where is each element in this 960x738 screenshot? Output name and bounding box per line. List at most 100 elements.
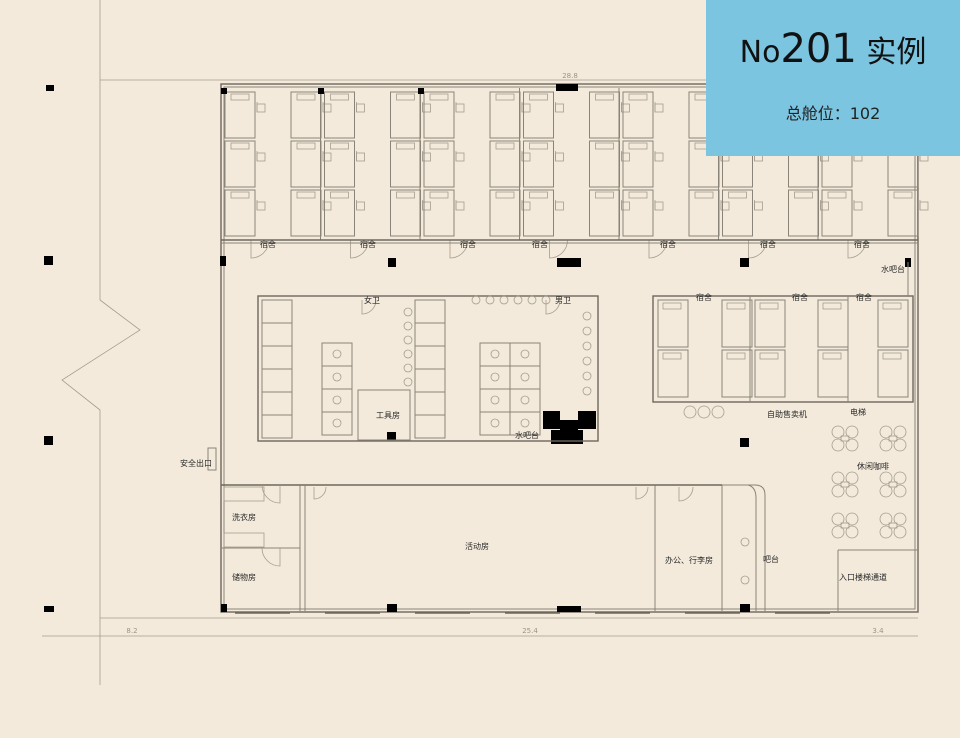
bed-icon [726,302,746,310]
bed-icon [822,352,842,360]
locker-icon [422,201,431,211]
urinal-icon [471,295,481,305]
dorm-bunk [489,189,521,237]
bed-icon [882,352,902,360]
chair-icon [879,471,893,485]
toilet-stall [414,368,446,393]
toilet-stall [321,388,353,413]
toilet-stall [479,365,511,390]
toilet-stall [321,365,353,390]
urinal-icon [513,295,523,305]
dorm-bunk [390,140,421,188]
door-swing [261,547,281,567]
dorm-label: 宿舍 [696,292,712,302]
door-swing [635,486,649,500]
dorm-bunk [290,91,322,139]
dorm-bunk [324,189,355,237]
bed-icon [662,302,682,310]
dorm-bunk [489,91,521,139]
bar-label: 吧台 [763,554,779,564]
chair-icon [845,425,859,439]
toilet-stall [414,345,446,370]
chair-icon [893,512,907,526]
column [318,88,324,94]
bar-counter [722,484,766,612]
locker-icon [654,152,664,162]
vending-label: 自助售卖机 [767,409,807,419]
column [44,256,53,265]
table-icon [840,435,850,442]
sink-icon [403,335,413,345]
column [557,258,581,267]
locker-icon [521,103,531,113]
urinal-icon [582,311,592,321]
bed-icon [662,352,682,360]
capacity-label: 总舱位： [785,104,850,123]
outer-wall-inner [223,86,916,610]
urinal-icon [582,386,592,396]
locker-icon [322,103,332,113]
dorm-bunk [224,91,256,139]
activity-room-label: 活动房 [465,541,489,551]
dim-right: 3.4 [872,627,884,635]
washer-icon [711,405,725,419]
toilet-stall [479,342,511,367]
locker-icon [919,201,929,211]
locker-icon [754,201,763,211]
column [44,436,53,445]
bed-icon [429,142,449,150]
bed-icon [827,191,847,199]
generated-geometry [44,84,929,614]
column [221,88,227,94]
sink-icon [403,363,413,373]
laundry-label: 洗衣房 [232,512,256,522]
dorm-label: 宿舍 [760,239,776,249]
locker-icon [256,103,266,113]
chair-icon [831,512,845,526]
column [418,88,424,94]
sink-icon [403,377,413,387]
chair-icon [879,525,893,539]
exit-label: 安全出口 [180,458,212,468]
dorm-label: 宿舍 [660,239,676,249]
chair-icon [879,512,893,526]
panel-title: No201 实例 [706,26,960,72]
water-bar-label: 水吧台 [515,430,539,440]
toilet-icon [520,372,530,382]
column [551,430,583,444]
bed-icon [429,191,449,199]
locker-icon [521,152,531,162]
bed-icon [230,93,250,101]
toilet-stall [321,342,353,367]
bed-icon [822,302,842,310]
urinal-icon [582,371,592,381]
dorm-bunk [754,299,786,348]
column [740,438,749,447]
toilet-stall [261,391,293,416]
tool-room-label: 工具房 [376,410,400,420]
bed-icon [595,142,614,150]
dorm-label: 宿舍 [856,292,872,302]
column [46,85,54,91]
dorm-bunk [589,91,620,139]
urinal-icon [582,326,592,336]
toilet-stall [509,388,541,413]
dorm-label: 宿舍 [460,239,476,249]
water-bar-label: 水吧台 [881,264,905,274]
urinal-icon [527,295,537,305]
stool-icon [740,575,750,585]
chair-icon [893,484,907,498]
locker-icon [521,201,531,211]
sink-icon [403,321,413,331]
locker-icon [621,152,630,162]
bed-icon [495,191,515,199]
column [220,256,226,266]
dorm-bunk [657,299,689,348]
sink-icon [403,349,413,359]
table-icon [840,522,850,529]
door-swing [261,484,281,504]
dorm-bunk [290,140,322,188]
dorm-label: 宿舍 [854,239,870,249]
bed-icon [628,191,648,199]
chair-icon [879,438,893,452]
